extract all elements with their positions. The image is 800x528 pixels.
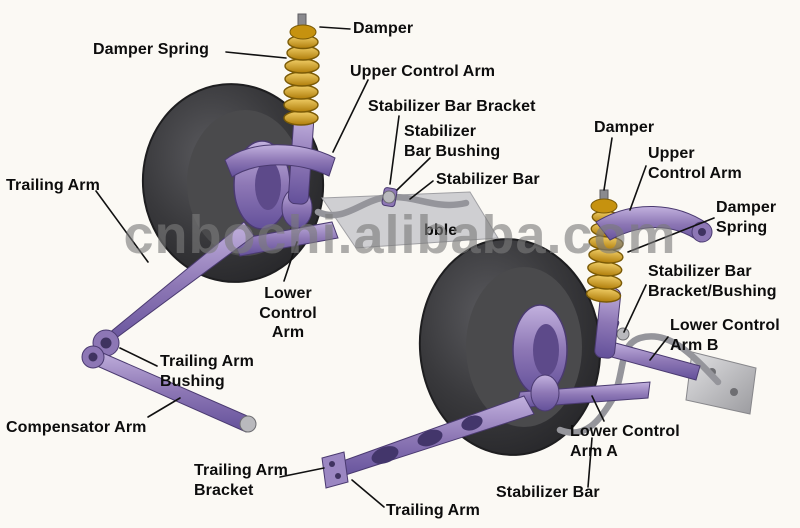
label-upper-control-arm-front: Upper Control Arm	[350, 63, 496, 80]
label-stabilizer-bar-rear: Stabilizer Bar	[496, 484, 600, 501]
leader-trailing-arm-rear	[351, 479, 385, 508]
leader-stabilizer-bar-bushing	[396, 157, 431, 191]
label-trailing-arm-front: Trailing Arm	[6, 177, 100, 194]
rear-damper-mount	[590, 189, 618, 214]
leader-damper-spring-front	[225, 51, 287, 59]
leader-lower-control-arm-a	[591, 395, 605, 422]
leader-trailing-arm-bushing	[119, 347, 158, 367]
rear-hub	[512, 304, 568, 396]
front-stabilizer-bushing	[382, 190, 396, 204]
label-damper-spring-front: Damper Spring	[93, 41, 209, 58]
leader-upper-control-arm-rear	[629, 165, 647, 211]
label-lower-control-arm-a: Lower Control Arm A	[570, 423, 680, 460]
front-upper-control-arm	[224, 144, 336, 178]
leader-damper-spring-rear	[627, 217, 715, 253]
leader-stabilizer-bar-rear	[587, 437, 593, 488]
label-upper-control-arm-rear: Upper Control Arm	[648, 145, 742, 182]
leader-trailing-arm-front	[95, 190, 149, 263]
leader-lines	[95, 26, 715, 508]
front-suspension-assembly	[81, 13, 499, 433]
leader-lower-control-arm-front	[283, 241, 298, 282]
rear-trailing-arm-bracket	[321, 451, 349, 489]
leader-damper-front	[319, 26, 351, 30]
leader-compensator-arm	[147, 397, 181, 418]
label-damper-front: Damper	[353, 20, 414, 37]
label-stabilizer-bracket-bushing-rear: Stabilizer Bar Bracket/Bushing	[648, 263, 777, 300]
leader-upper-control-arm-front	[332, 79, 369, 153]
leader-trailing-arm-bracket	[279, 467, 325, 478]
rear-suspension-assembly	[321, 189, 757, 489]
label-stabilizer-bar-bracket: Stabilizer Bar Bracket	[368, 98, 536, 115]
label-trailing-arm-rear: Trailing Arm	[386, 502, 480, 519]
leader-stabilizer-bar-front	[409, 180, 434, 200]
label-trailing-arm-bushing: Trailing Arm Bushing	[160, 353, 254, 390]
label-stabilizer-bar-front: Stabilizer Bar	[436, 171, 540, 188]
leader-lower-control-arm-b	[649, 336, 669, 361]
rear-trailing-arm	[321, 395, 535, 489]
leader-damper-rear	[603, 137, 613, 191]
label-stabilizer-bar-bushing: Stabilizer Bar Bushing	[404, 123, 501, 160]
front-trailing-arm	[92, 221, 255, 357]
front-coil-spring	[283, 34, 320, 126]
label-obscured-fragment: bble	[424, 222, 458, 239]
leader-stabilizer-bar-bracket	[389, 115, 400, 185]
label-damper-spring-rear: Damper Spring	[716, 199, 777, 236]
rear-upper-control-arm	[595, 206, 713, 243]
leader-stabilizer-bracket-bushing-rear	[623, 284, 647, 333]
label-damper-rear: Damper	[594, 119, 655, 136]
rear-stabilizer-bushing	[616, 327, 630, 341]
front-stabilizer-bar	[314, 187, 470, 219]
label-compensator-arm: Compensator Arm	[6, 419, 147, 436]
front-damper-mount	[289, 13, 317, 40]
compensator-arm-part	[81, 345, 257, 433]
rear-knuckle	[530, 374, 560, 412]
label-lower-control-arm-b: Lower Control Arm B	[670, 317, 780, 354]
label-lower-control-arm-front: Lower Control Arm	[259, 285, 317, 342]
label-trailing-arm-bracket: Trailing Arm Bracket	[194, 462, 288, 499]
